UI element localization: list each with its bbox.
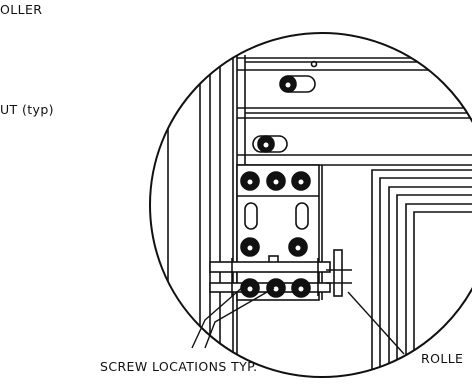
detail-contents xyxy=(167,33,472,377)
door-frame-line xyxy=(396,194,472,377)
detail-circle xyxy=(149,32,472,378)
door-frame-line xyxy=(371,169,472,377)
screw-row xyxy=(240,278,311,298)
door-frame-line xyxy=(379,177,472,377)
small-hole xyxy=(310,60,318,68)
door-frame-line xyxy=(413,211,472,377)
label-roller-bottom: ROLLE xyxy=(421,351,464,366)
slotted-screw xyxy=(252,135,288,153)
door-frame-line xyxy=(405,203,472,377)
label-typ: UT (typ) xyxy=(0,102,54,117)
screws-leader xyxy=(204,287,275,349)
screw-pair xyxy=(240,237,308,257)
screw-row xyxy=(240,171,311,191)
label-screw-locations: SCREW LOCATIONS TYP. xyxy=(100,359,258,374)
adjustment-slot xyxy=(244,202,258,230)
slotted-screw xyxy=(279,75,316,93)
label-roller-top: OLLER xyxy=(0,2,43,17)
adjustment-slot xyxy=(295,202,309,230)
roller-leader xyxy=(347,291,405,355)
door-frame-line xyxy=(388,186,472,377)
roller xyxy=(333,249,343,297)
axle-bar xyxy=(209,261,331,273)
screws-leader xyxy=(191,284,246,349)
